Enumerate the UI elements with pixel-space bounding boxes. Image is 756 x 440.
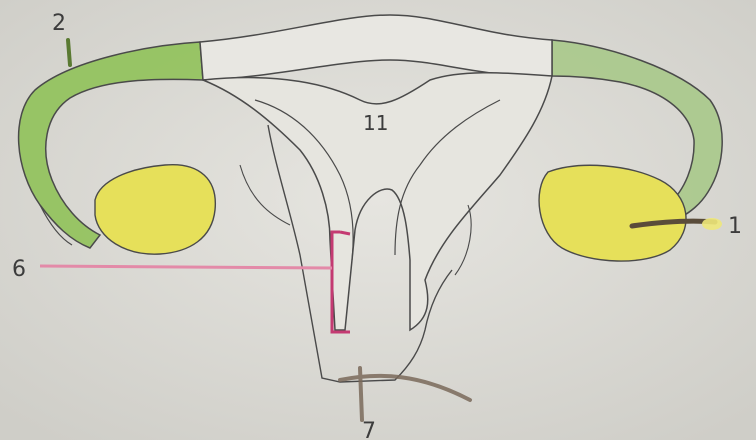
pointer-line-6 [40,266,332,268]
label-2: 2 [52,11,66,36]
label-7: 7 [362,419,376,440]
pointer-line-2 [68,40,70,65]
label-6: 6 [12,257,26,282]
label-11: 11 [363,111,388,135]
label-1: 1 [728,214,742,239]
